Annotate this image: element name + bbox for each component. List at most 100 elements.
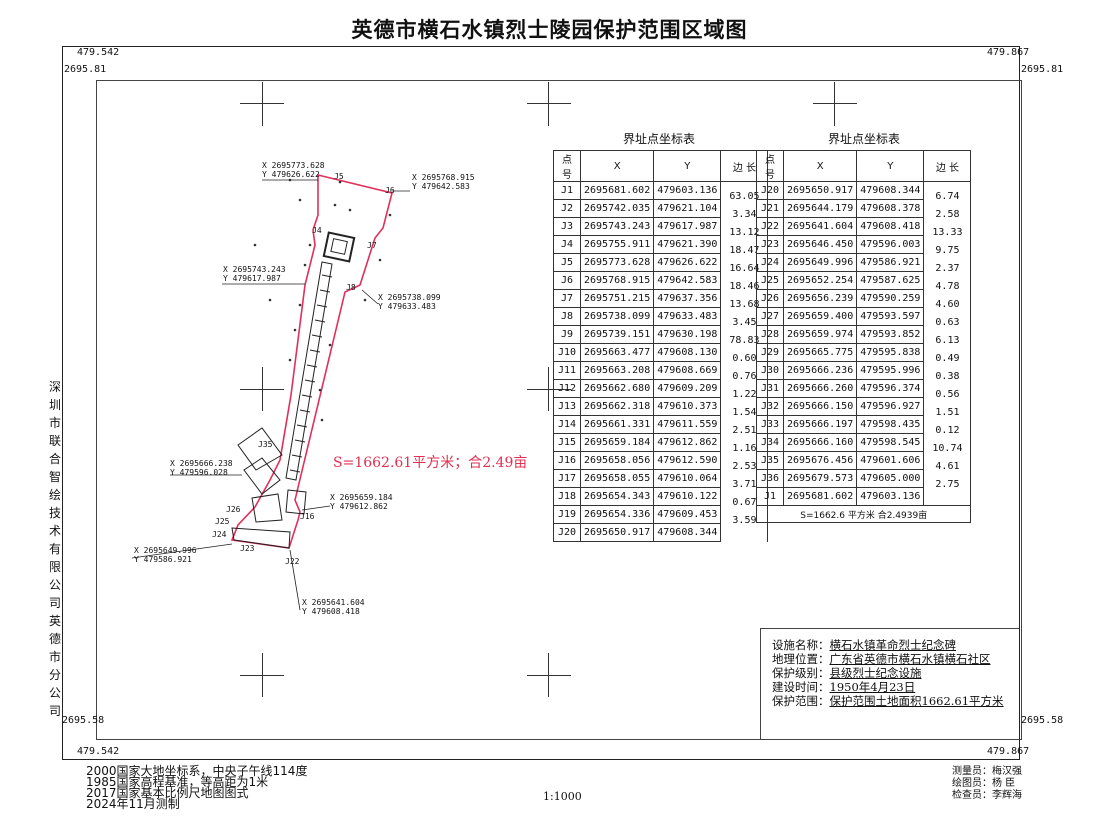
table-cell: 2695650.917 (579, 523, 655, 542)
table-cell: J19 (553, 505, 581, 524)
table-cell: 479611.559 (653, 415, 722, 434)
point-label: J25 (215, 517, 230, 526)
table-cell: 2695666.160 (782, 433, 858, 452)
table-cell: J36 (756, 469, 784, 488)
table-cell: 2695738.099 (579, 307, 655, 326)
corner-y-top-right: 2695.81 (1021, 64, 1064, 75)
col-header: Y (653, 150, 722, 182)
edge-length-cell (720, 523, 769, 542)
edge-length: 4.60 (924, 298, 971, 310)
table-cell: 479608.344 (856, 181, 925, 200)
table-cell: 479595.838 (856, 343, 925, 362)
table-cell: 2695739.151 (579, 325, 655, 344)
table-cell: J30 (756, 361, 784, 380)
credit-line: 绘图员：杨 臣 (952, 778, 1016, 789)
side-char: 市 (48, 416, 61, 430)
point-label: J26 (226, 505, 241, 514)
info-row: 地理位置：广东省英德市横石水镇横石社区 (772, 652, 1004, 666)
side-char: 联 (48, 434, 61, 448)
footer-line: 1985国家高程基准，等高距为1米 (86, 775, 269, 789)
table-cell: 479596.927 (856, 397, 925, 416)
grid-cross (262, 653, 263, 697)
side-char: 术 (48, 524, 61, 538)
edge-length-cell: 4.60 (923, 289, 972, 310)
info-key: 保护级别： (772, 666, 830, 680)
table-cell: 479633.483 (653, 307, 722, 326)
edge-length-cell: 0.12 (923, 415, 972, 436)
edge-length: 2.53 (721, 460, 768, 472)
table-cell: 479598.435 (856, 415, 925, 434)
table-cell: 479590.259 (856, 289, 925, 308)
side-char: 深 (48, 380, 61, 394)
table-cell: J35 (756, 451, 784, 470)
table-cell: J20 (756, 181, 784, 200)
edge-length: 18.46 (721, 280, 768, 292)
col-header: 边 长 (923, 150, 972, 182)
footer-line: 2017国家基本比例尺地图图式 (86, 786, 249, 800)
table-cell: 479642.583 (653, 271, 722, 290)
table-cell: 2695658.055 (579, 469, 655, 488)
grid-cross (527, 103, 571, 104)
table-cell: 2695659.184 (579, 433, 655, 452)
grid-cross (548, 367, 549, 411)
table-cell: 479608.669 (653, 361, 722, 380)
table-cell: 2695662.318 (579, 397, 655, 416)
table-cell: 2695650.917 (782, 181, 858, 200)
table-cell: 479598.545 (856, 433, 925, 452)
edge-length: 3.59 (721, 514, 768, 526)
map-title: 英德市横石水镇烈士陵园保护范围区域图 (351, 18, 748, 42)
info-key: 地理位置： (772, 652, 830, 666)
table-cell: 2695768.915 (579, 271, 655, 290)
edge-length: 3.45 (721, 316, 768, 328)
edge-length-cell: 0.49 (923, 343, 972, 364)
edge-length-cell: 1.51 (923, 397, 972, 418)
edge-length: 18.47 (721, 244, 768, 256)
info-box (760, 628, 1019, 739)
table-cell: 2695681.602 (782, 487, 858, 506)
table-cell: J13 (553, 397, 581, 416)
table-cell: J10 (553, 343, 581, 362)
table-cell: J14 (553, 415, 581, 434)
table-cell: 479610.064 (653, 469, 722, 488)
protection-boundary (230, 173, 393, 549)
side-char: 圳 (48, 398, 61, 412)
info-key: 保护范围： (772, 694, 830, 708)
table-cell: 479621.104 (653, 199, 722, 218)
edge-length: 4.78 (924, 280, 971, 292)
table-cell: 479621.390 (653, 235, 722, 254)
table-cell: 479601.606 (856, 451, 925, 470)
grid-cross (527, 389, 571, 390)
edge-length: 1.22 (721, 388, 768, 400)
table-cell: J24 (756, 253, 784, 272)
edge-length: 2.37 (924, 262, 971, 274)
info-row: 保护范围：保护范围土地面积1662.61平方米 (772, 694, 1004, 708)
info-row: 建设时间：1950年4月23日 (772, 680, 1004, 694)
table-cell: J5 (553, 253, 581, 272)
table-cell: 2695666.260 (782, 379, 858, 398)
edge-length: 3.71 (721, 478, 768, 490)
table-cell: 2695743.243 (579, 217, 655, 236)
facility-info: 设施名称：横石水镇革命烈士纪念碑地理位置：广东省英德市横石水镇横石社区保护级别：… (772, 638, 1004, 708)
table-cell: J20 (553, 523, 581, 542)
side-char: 市 (48, 650, 61, 664)
side-char: 智 (48, 470, 61, 484)
side-char: 分 (48, 668, 61, 682)
table-cell: J15 (553, 433, 581, 452)
info-row: 设施名称：横石水镇革命烈士纪念碑 (772, 638, 1004, 652)
edge-length: 2.58 (924, 208, 971, 220)
edge-length: 0.49 (924, 352, 971, 364)
point-label: J5 (334, 172, 344, 181)
